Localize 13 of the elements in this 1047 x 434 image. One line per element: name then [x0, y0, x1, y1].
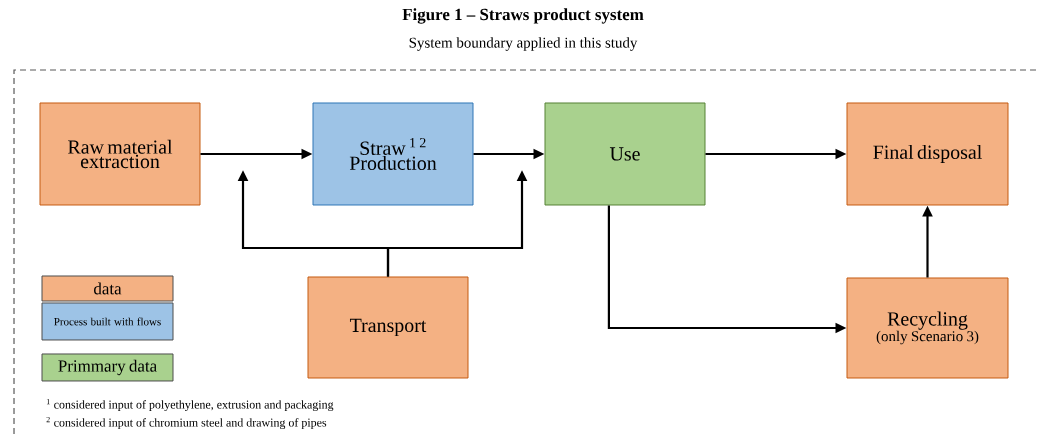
- subtitle: System boundary applied in this study: [409, 37, 638, 51]
- legend-item: data: [41, 275, 174, 302]
- process-box: Straw $^{1 2}$ Production: [312, 102, 474, 206]
- process-box: Use: [544, 102, 706, 206]
- process-box: Final disposal: [846, 102, 1009, 206]
- figure-title: Figure 1 – Straws product system: [402, 8, 644, 24]
- footnote: $^{2}$ considered input of chromium steel and drawing of pipes: [46, 416, 327, 430]
- process-box: Recycling (only Scenario 3): [846, 277, 1009, 379]
- footnote: $^{1}$ considered input of polyethylene, extrusion and packaging: [46, 398, 334, 412]
- legend-item: Primmary data: [41, 353, 174, 382]
- process-box: Raw material extraction: [39, 102, 201, 206]
- legend-item: Process built with flows: [41, 302, 174, 341]
- process-box: Transport: [307, 276, 469, 379]
